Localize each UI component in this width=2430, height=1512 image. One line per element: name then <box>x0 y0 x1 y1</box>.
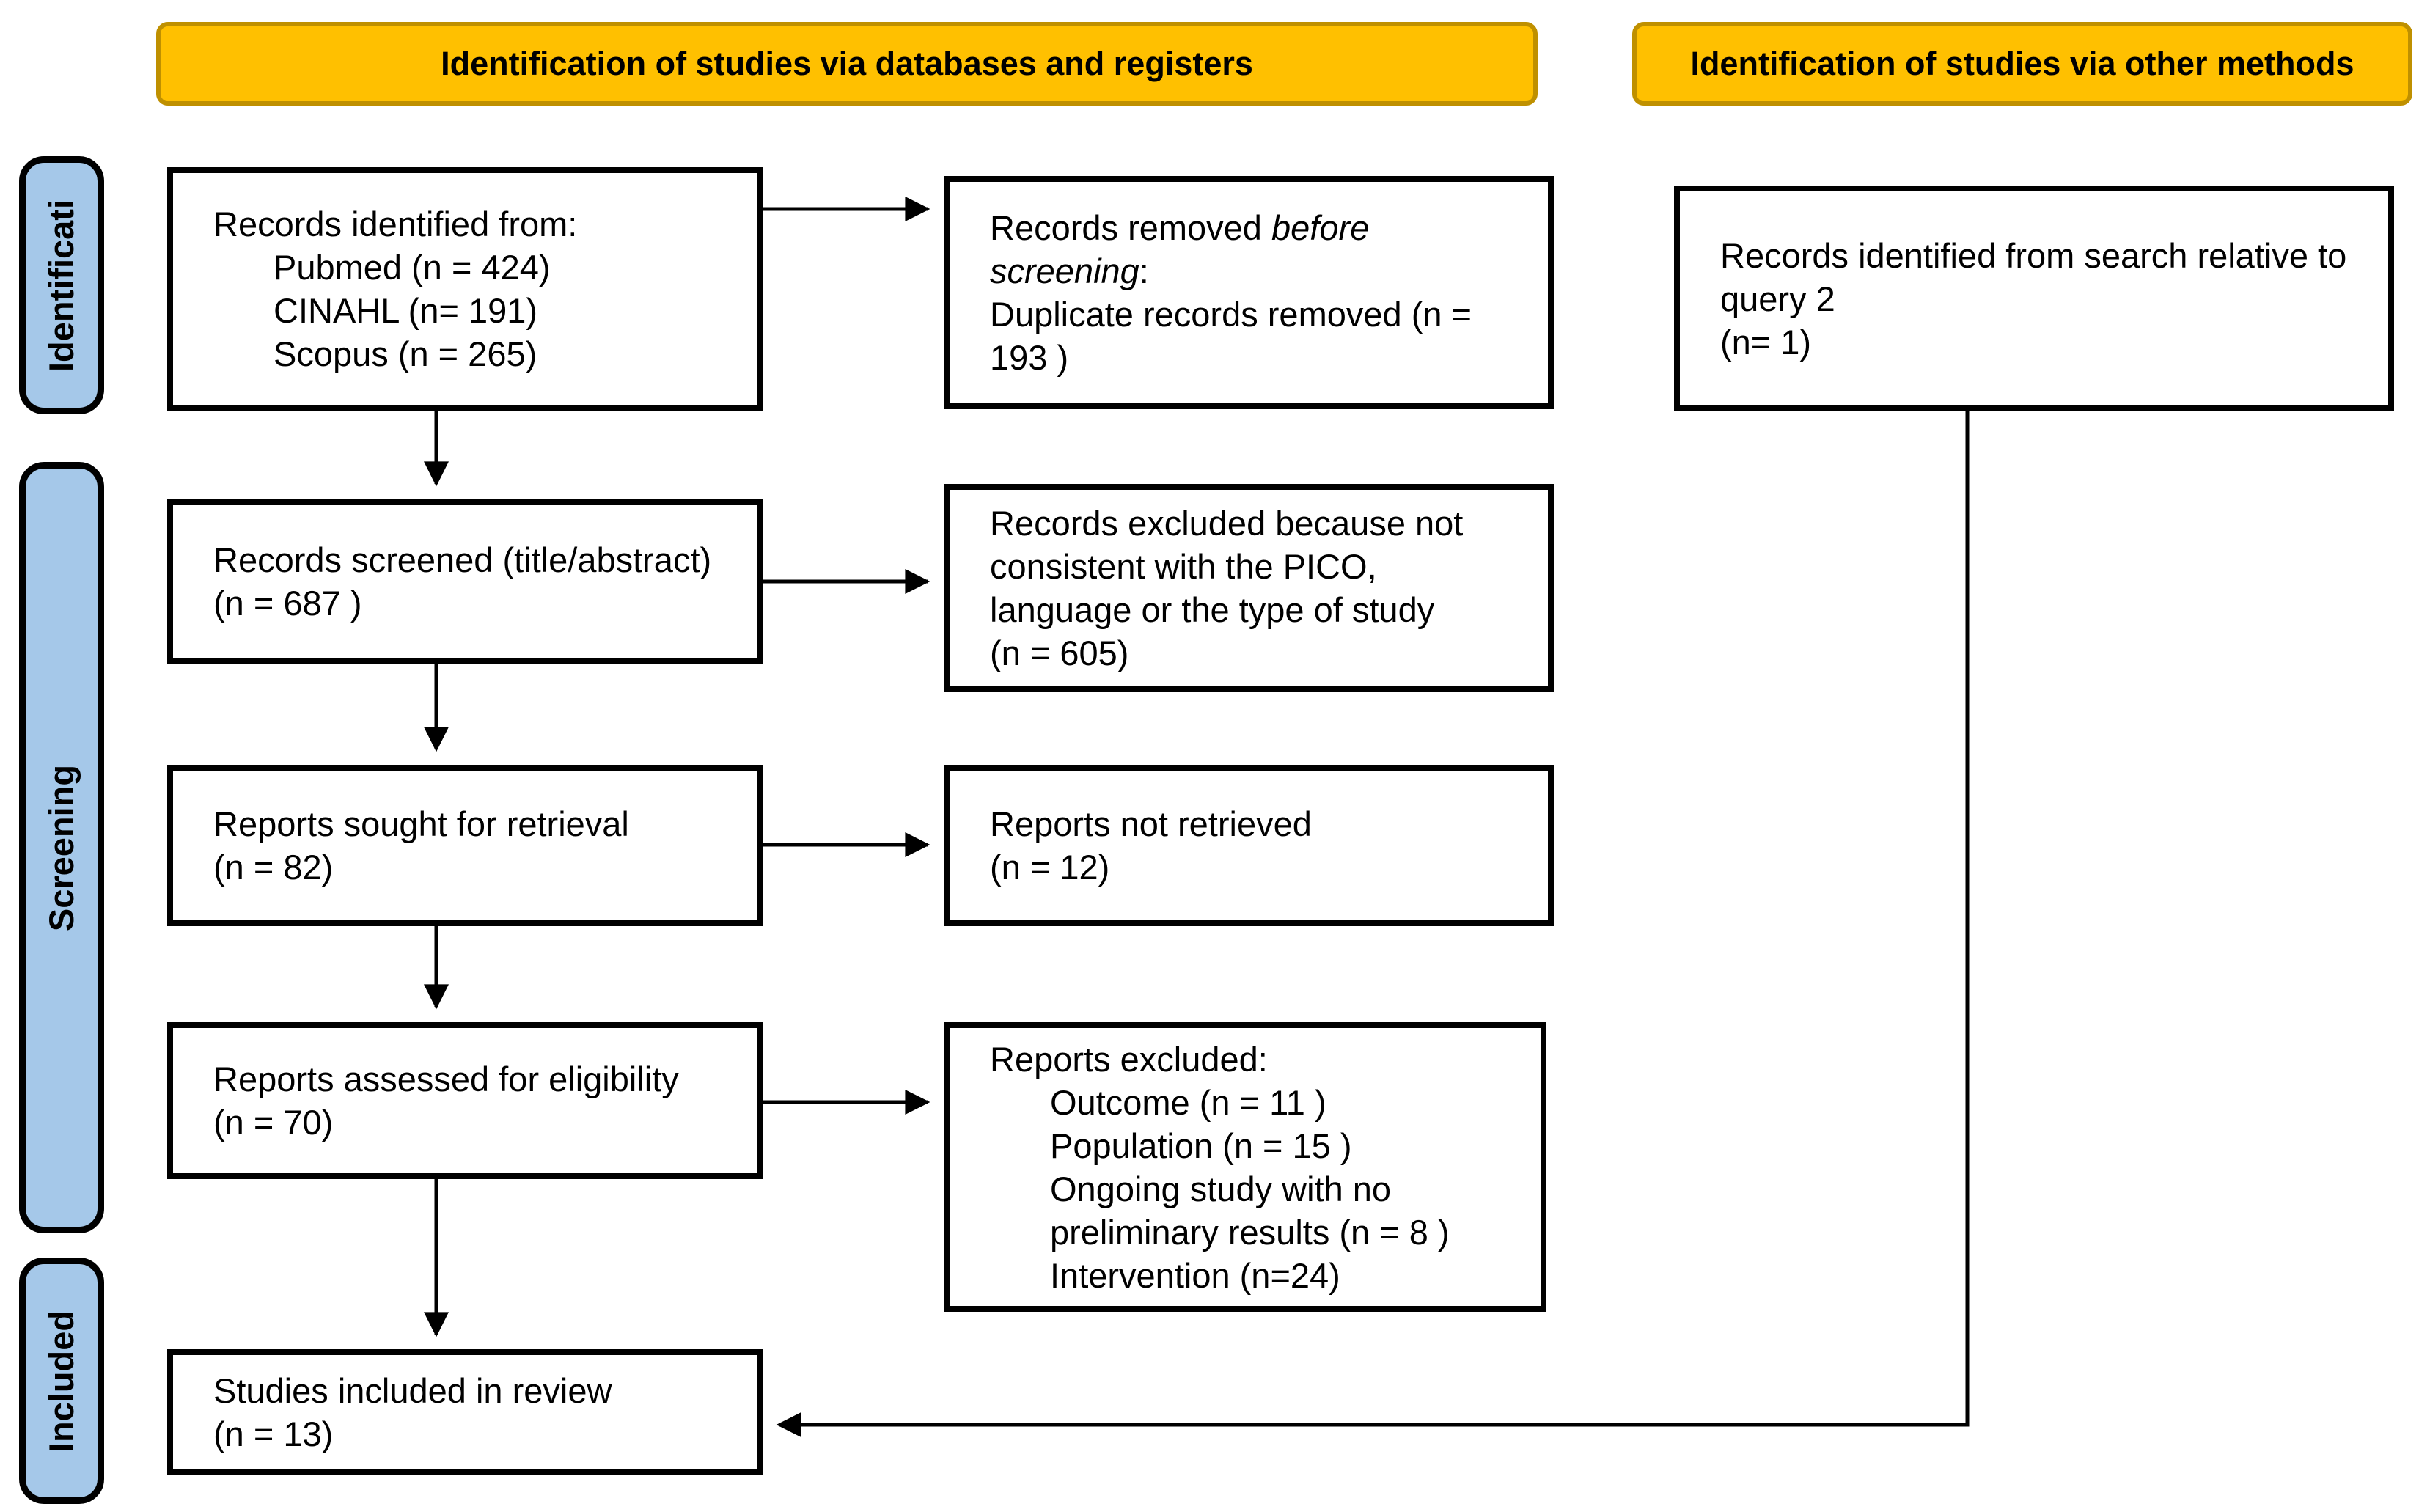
header-databases-registers: Identification of studies via databases … <box>156 22 1538 106</box>
reports-excluded-item-outcome: Outcome (n = 11 ) <box>1050 1082 1326 1122</box>
other-records-n: (n= 1) <box>1720 322 1812 362</box>
records-identified-item-cinahl: CINAHL (n= 191) <box>274 291 538 330</box>
header-other-methods: Identification of studies via other meth… <box>1632 22 2412 106</box>
stage-label-screening-text: Screening <box>42 764 81 931</box>
box-records-excluded: Records excluded because not consistent … <box>944 484 1554 692</box>
studies-included-text: Studies included in review <box>213 1371 612 1410</box>
box-other-records: Records identified from search relative … <box>1674 186 2394 411</box>
box-reports-assessed: Reports assessed for eligibility (n = 70… <box>167 1022 763 1179</box>
other-records-text: Records identified from search relative … <box>1720 235 2347 318</box>
records-removed-duplicates: Duplicate records removed (n = 193 ) <box>990 295 1472 377</box>
reports-not-retrieved-n: (n = 12) <box>990 848 1110 887</box>
records-identified-title: Records identified from: <box>213 205 578 243</box>
records-removed-seg3: : <box>1139 252 1149 290</box>
records-screened-text: Records screened (title/abstract) <box>213 540 712 579</box>
box-reports-sought: Reports sought for retrieval (n = 82) <box>167 765 763 926</box>
reports-not-retrieved-text: Reports not retrieved <box>990 804 1312 843</box>
reports-excluded-item-ongoing: Ongoing study with no preliminary result… <box>1050 1169 1450 1252</box>
records-identified-item-scopus: Scopus (n = 265) <box>274 334 537 373</box>
records-removed-italic: before screening <box>990 208 1370 290</box>
box-records-screened: Records screened (title/abstract) (n = 6… <box>167 499 763 664</box>
studies-included-n: (n = 13) <box>213 1414 334 1453</box>
records-identified-item-pubmed: Pubmed (n = 424) <box>274 248 551 287</box>
box-reports-not-retrieved: Reports not retrieved (n = 12) <box>944 765 1554 926</box>
stage-label-included: Included <box>19 1258 104 1504</box>
box-studies-included: Studies included in review (n = 13) <box>167 1349 763 1475</box>
box-reports-excluded: Reports excluded: Outcome (n = 11 ) Popu… <box>944 1022 1546 1312</box>
box-records-removed: Records removed before screening: Duplic… <box>944 176 1554 409</box>
records-excluded-text: Records excluded because not consistent … <box>990 504 1464 629</box>
records-excluded-n: (n = 605) <box>990 634 1129 672</box>
records-screened-n: (n = 687 ) <box>213 584 362 623</box>
stage-label-identification: Identificati <box>19 156 104 414</box>
box-records-identified: Records identified from: Pubmed (n = 424… <box>167 167 763 411</box>
reports-sought-n: (n = 82) <box>213 848 334 887</box>
reports-excluded-item-population: Population (n = 15 ) <box>1050 1126 1352 1165</box>
stage-label-identification-text: Identificati <box>42 199 81 372</box>
records-removed-title: Records removed before screening: <box>990 206 1515 293</box>
stage-label-included-text: Included <box>42 1310 81 1452</box>
records-removed-seg1: Records removed <box>990 208 1271 247</box>
reports-excluded-title: Reports excluded: <box>990 1039 1268 1079</box>
stage-label-screening: Screening <box>19 462 104 1233</box>
reports-excluded-item-intervention: Intervention (n=24) <box>1050 1255 1340 1295</box>
reports-assessed-n: (n = 70) <box>213 1103 334 1142</box>
reports-sought-text: Reports sought for retrieval <box>213 804 629 843</box>
reports-assessed-text: Reports assessed for eligibility <box>213 1060 679 1098</box>
